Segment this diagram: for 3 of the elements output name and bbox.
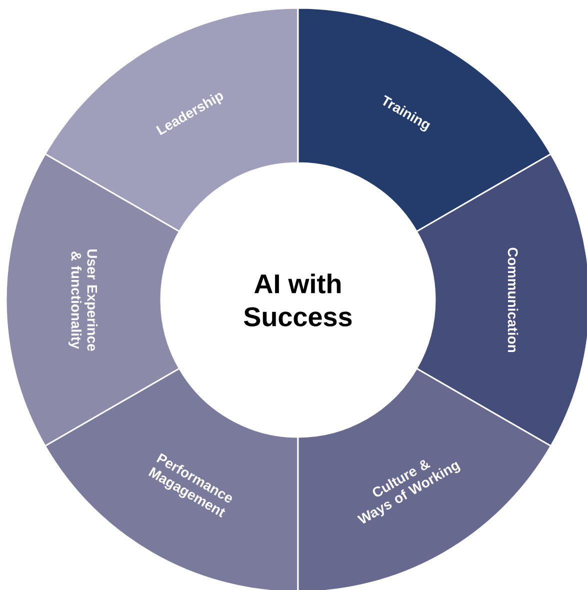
center-title: AI with Success xyxy=(244,274,352,326)
ring-segment: User Experince & functionality xyxy=(5,153,180,447)
ring-segment: Communication xyxy=(416,153,587,447)
